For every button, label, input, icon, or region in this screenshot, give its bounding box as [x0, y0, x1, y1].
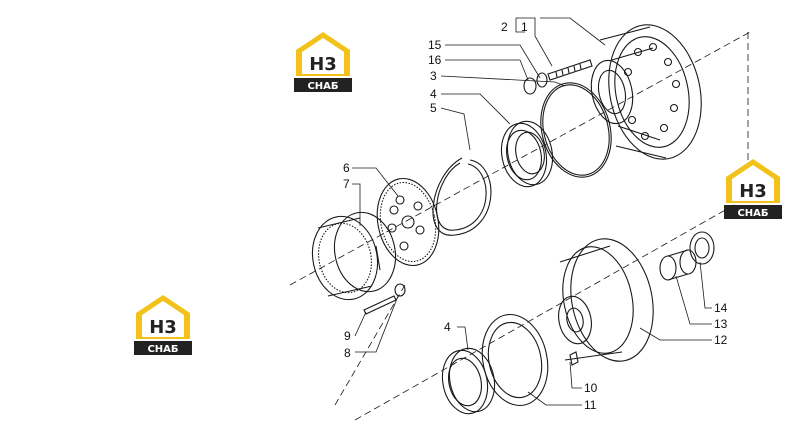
part-label-8: 8 [344, 346, 351, 360]
watermark-monogram: H3 [149, 317, 177, 338]
o-ring [540, 82, 612, 178]
part-label-12: 12 [714, 333, 728, 347]
watermark-word: СНАБ [307, 81, 338, 92]
part-label-6: 6 [343, 161, 350, 175]
part-label-11: 11 [584, 398, 597, 412]
part-label-14: 14 [714, 301, 728, 315]
seal-ring [689, 231, 715, 265]
part-label-3: 3 [430, 69, 437, 83]
bearing-upper [500, 120, 554, 188]
watermark-logo-top: H3 СНАБ [292, 30, 354, 94]
watermark-word: СНАБ [147, 344, 178, 355]
watermark-word: СНАБ [737, 208, 768, 219]
watermark-logo-right: H3 СНАБ [722, 157, 784, 221]
axis-line-left [334, 284, 406, 406]
washer [536, 72, 548, 88]
part-label-9: 9 [344, 329, 351, 343]
part-label-1: 1 [521, 20, 528, 34]
lip-seal [481, 313, 549, 407]
wheel-stud [547, 59, 593, 81]
watermark-logo-left: H3 СНАБ [132, 293, 194, 357]
part-label-2: 2 [501, 20, 508, 34]
planet-carrier [376, 177, 440, 267]
bearing-lower [441, 347, 496, 415]
axis-line-lower [354, 195, 751, 421]
spindle [558, 238, 654, 362]
part-label-16: 16 [428, 53, 442, 67]
watermark-monogram: H3 [309, 54, 337, 75]
part-label-7: 7 [343, 177, 350, 191]
part-label-13: 13 [714, 317, 728, 331]
nut [523, 77, 537, 95]
wheel-hub [590, 24, 702, 160]
axis-line-upper [289, 31, 751, 286]
pin [394, 283, 406, 297]
bolt [363, 295, 397, 315]
part-label-10: 10 [584, 381, 598, 395]
ring-gear [311, 211, 397, 301]
small-bolt [569, 351, 579, 366]
part-label-4-upper: 4 [430, 87, 437, 101]
part-label-5: 5 [430, 101, 437, 115]
snap-ring [432, 157, 492, 236]
part-label-4-lower: 4 [444, 320, 451, 334]
part-label-15: 15 [428, 38, 442, 52]
watermark-monogram: H3 [739, 181, 767, 202]
